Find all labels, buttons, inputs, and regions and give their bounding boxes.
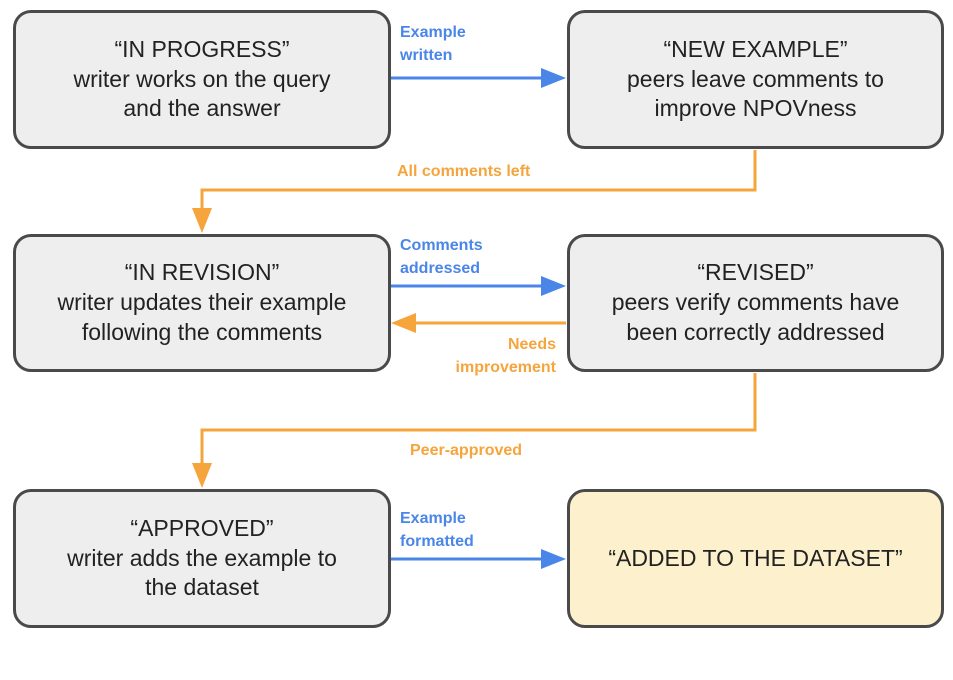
node-added-to-dataset: “ADDED TO THE DATASET” [567,489,944,628]
label-needs-improvement-line-2: improvement [455,359,556,377]
label-example-formatted: Example formatted [400,507,474,553]
node-in-revision-desc-line-2: following the comments [81,318,323,345]
label-all-comments-left-line-1: All comments left [397,163,531,180]
node-in-revision: “IN REVISION” writer updates their examp… [13,234,391,372]
node-in-progress-title: “IN PROGRESS” [114,35,290,62]
node-new-example-desc-line-1: peers leave comments to [627,65,884,92]
label-all-comments-left: All comments left [397,160,530,183]
label-needs-improvement: Needs improvement [420,333,556,379]
node-revised: “REVISED” peers verify comments have bee… [567,234,944,372]
node-in-progress-desc-line-1: writer works on the query [73,65,331,92]
label-example-written-line-1: Example [400,24,466,41]
arrow-comments-addressed [390,276,566,296]
node-revised-title: “REVISED” [697,259,814,286]
arrow-example-formatted [390,549,566,569]
node-revised-desc-line-1: peers verify comments have [611,289,900,316]
node-approved: “APPROVED” writer adds the example to th… [13,489,391,628]
node-in-revision-desc-line-1: writer updates their example [57,289,347,316]
node-in-progress: “IN PROGRESS” writer works on the query … [13,10,391,149]
label-peer-approved: Peer-approved [410,439,522,462]
label-comments-addressed-line-2: addressed [400,260,481,278]
label-needs-improvement-line-1: Needs [507,336,556,353]
label-comments-addressed-line-1: Comments [400,237,483,254]
node-new-example-title: “NEW EXAMPLE” [663,35,848,62]
node-approved-title: “APPROVED” [130,514,274,541]
arrow-example-written [390,68,566,88]
arrow-all-comments-left [192,150,757,233]
label-example-formatted-line-1: Example [400,510,466,527]
arrow-peer-approved [192,373,757,488]
label-comments-addressed: Comments addressed [400,234,483,280]
node-added-to-dataset-title: “ADDED TO THE DATASET” [608,544,903,571]
node-approved-desc-line-2: the dataset [145,574,259,601]
label-example-written-line-2: written [400,47,453,65]
node-revised-desc-line-2: been correctly addressed [626,318,885,345]
label-example-written: Example written [400,21,466,67]
node-approved-desc-line-1: writer adds the example to [67,544,337,571]
label-peer-approved-line-1: Peer-approved [410,442,523,459]
node-in-revision-title: “IN REVISION” [124,259,280,286]
arrow-needs-improvement [391,313,566,333]
node-new-example-desc-line-2: improve NPOVness [654,95,857,122]
label-example-formatted-line-2: formatted [400,533,474,551]
node-new-example: “NEW EXAMPLE” peers leave comments to im… [567,10,944,149]
node-in-progress-desc-line-2: and the answer [123,95,281,122]
